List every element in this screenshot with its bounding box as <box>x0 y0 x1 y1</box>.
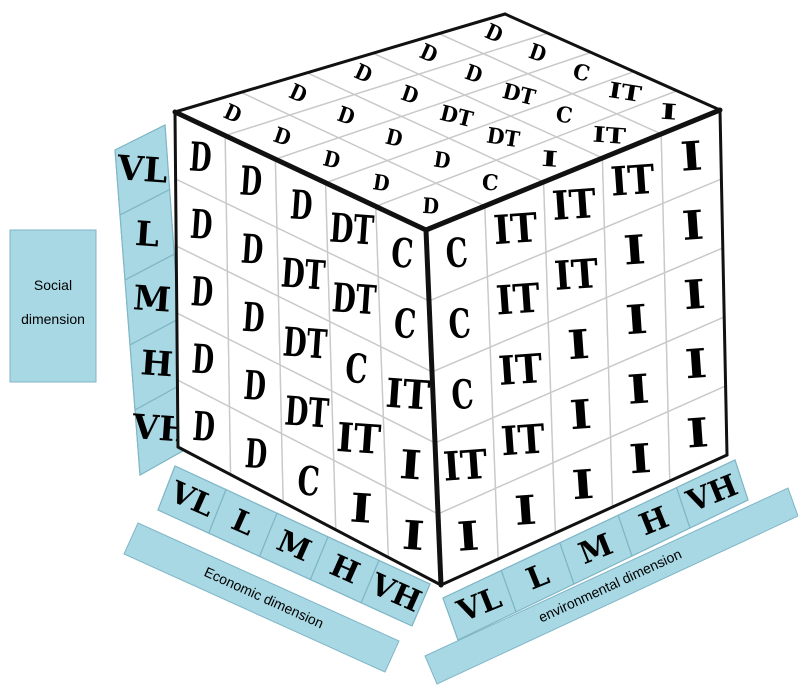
right-face-letter: I <box>568 391 593 439</box>
right-face-letter: I <box>513 487 538 535</box>
front-face-letter: IT <box>335 414 382 464</box>
front-face-letter: D <box>289 181 314 229</box>
front-face-letter: C <box>390 229 415 277</box>
right-face-letter: I <box>622 226 647 274</box>
front-face-letter: D <box>190 335 215 383</box>
social-dimension-line1: Social <box>34 277 72 293</box>
front-face-letter: D <box>240 225 265 273</box>
front-face-letter: D <box>238 157 263 205</box>
social-dimension-box: Social dimension <box>10 230 96 382</box>
top-face-letter: IT <box>592 122 627 150</box>
right-face-letter: I <box>570 461 595 509</box>
right-face-letter: I <box>456 512 481 560</box>
top-face-letter: D <box>422 193 440 220</box>
front-face-letter: D <box>191 403 216 451</box>
front-face-letter: C <box>392 300 417 348</box>
front-face-letter: IT <box>384 370 431 420</box>
front-face-letter: DT <box>328 205 375 255</box>
front-face-letter: DT <box>283 388 330 438</box>
right-face-letter: I <box>628 435 653 483</box>
front-face-letter: DT <box>281 319 328 369</box>
right-face-letter: C <box>447 300 472 348</box>
right-face-letter: IT <box>492 204 539 254</box>
top-face-letter: C <box>481 170 499 197</box>
right-face-letter: IT <box>497 345 544 395</box>
social-scale-level-label: H <box>139 343 174 385</box>
social-scale-level-label: L <box>134 214 161 256</box>
front-face-letter: D <box>188 133 213 181</box>
right-face-letter: I <box>682 271 707 319</box>
front-face-letter: D <box>190 268 215 316</box>
front-face-letter: D <box>241 294 266 342</box>
front-face-letter: D <box>244 430 269 478</box>
right-face-letter: I <box>685 409 710 457</box>
social-dimension-line2: dimension <box>21 311 85 327</box>
front-face-letter: C <box>296 457 321 505</box>
right-face-letter: C <box>444 229 469 277</box>
right-face-letter: IT <box>551 180 598 230</box>
right-face-letter: I <box>624 296 649 344</box>
right-face-letter: IT <box>442 441 489 491</box>
social-scale-level-label: VL <box>115 148 169 191</box>
front-face-letter: DT <box>280 250 327 300</box>
front-face-letter: I <box>401 512 426 560</box>
front-face-letter: I <box>348 484 373 532</box>
right-face-letter: I <box>679 132 704 180</box>
social-scale-level-label: M <box>132 278 172 321</box>
top-face-letter: IT <box>607 77 644 108</box>
top-face-letter: I <box>541 146 559 173</box>
right-face-letter: I <box>683 340 708 388</box>
right-face-letter: IT <box>494 275 541 325</box>
right-face-letter: I <box>626 365 651 413</box>
front-face-letter: D <box>189 201 214 249</box>
top-face-letter: I <box>660 99 678 126</box>
top-face-letter: DT <box>485 123 522 154</box>
front-face-letter: C <box>344 345 369 393</box>
right-face-letter: I <box>566 321 591 369</box>
right-face-letter: IT <box>553 250 600 300</box>
right-face-letter: IT <box>499 415 546 465</box>
front-face-letter: D <box>242 362 267 410</box>
front-face-letter: I <box>398 441 423 489</box>
right-face-letter: C <box>450 371 475 419</box>
front-face-letter: DT <box>331 274 378 324</box>
social-dimension-background <box>10 230 96 382</box>
right-face-letter: I <box>680 202 705 250</box>
right-face-letter: IT <box>609 156 656 206</box>
